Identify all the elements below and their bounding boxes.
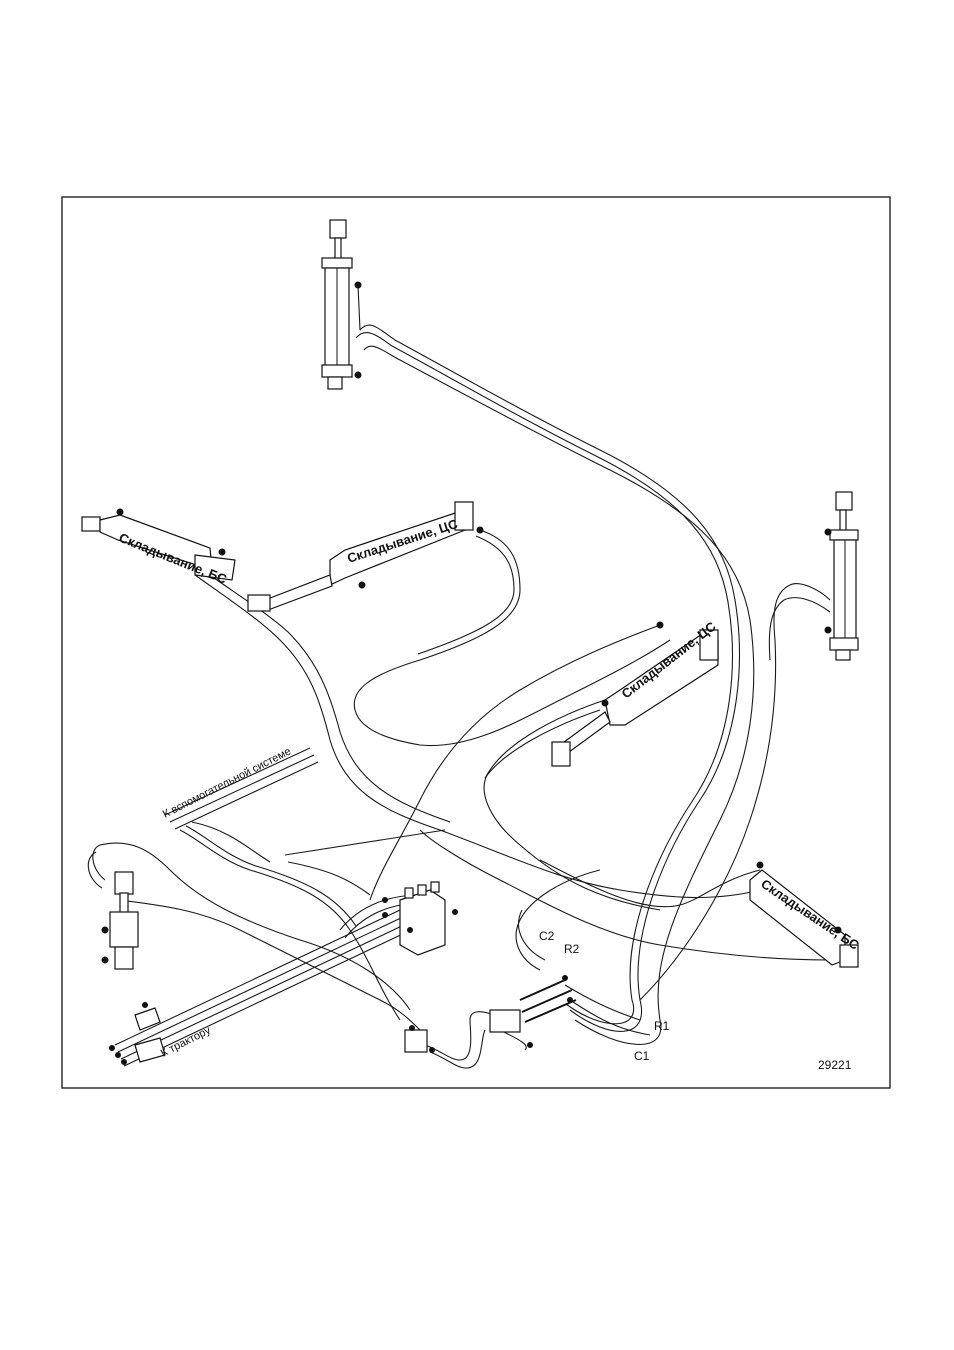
label-port-c2: C2 [539,929,555,943]
figure-frame [62,197,890,1088]
figure-number: 29221 [818,1058,852,1072]
label-port-c1: C1 [634,1049,650,1063]
label-port-r2: R2 [564,942,580,956]
label-port-r1: R1 [654,1019,670,1033]
